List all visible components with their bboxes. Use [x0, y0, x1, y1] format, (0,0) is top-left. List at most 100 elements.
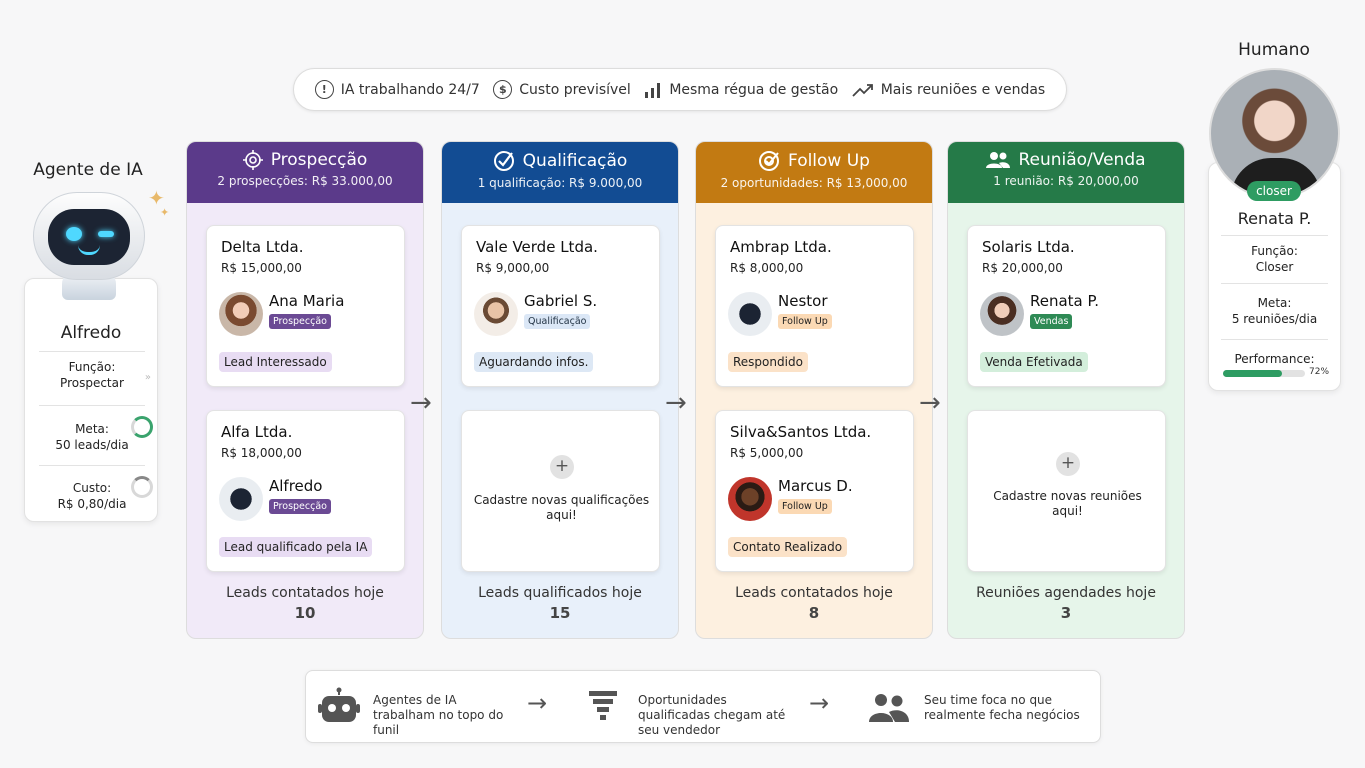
features-bar: ! IA trabalhando 24/7 $ Custo previsível…: [293, 68, 1067, 111]
human-funcao: Função: Closer: [1221, 235, 1328, 283]
trend-up-icon: [852, 83, 873, 97]
arrow-right-icon: →: [809, 689, 830, 717]
add-meeting-card[interactable]: + Cadastre novas reuniões aqui!: [967, 410, 1166, 572]
robot-eye: [66, 227, 82, 241]
deal-card[interactable]: Ambrap Ltda. R$ 8,000,00 Nestor Follow U…: [715, 225, 914, 387]
deal-owner: Nestor: [778, 292, 828, 310]
column-title: Follow Up: [788, 151, 870, 171]
column-title: Qualificação: [522, 151, 628, 171]
closer-badge: closer: [1247, 181, 1301, 201]
deal-value: R$ 9,000,00: [476, 261, 550, 275]
deal-card[interactable]: Vale Verde Ltda. R$ 9,000,00 Gabriel S. …: [461, 225, 660, 387]
robot-avatar: [33, 192, 145, 280]
progress-ring-icon: [131, 476, 153, 498]
arrow-right-icon: →: [527, 689, 548, 717]
column-subtitle: 1 reunião: R$ 20,000,00: [993, 174, 1139, 188]
column-header: Qualificação 1 qualificação: R$ 9.000,00: [442, 142, 678, 203]
status-badge: Aguardando infos.: [474, 352, 594, 372]
human-avatar: [1209, 68, 1340, 199]
deal-value: R$ 5,000,00: [730, 446, 804, 460]
column-title: Prospecção: [270, 150, 368, 170]
add-card-text: Cadastre novas qualificações aqui!: [473, 493, 650, 522]
plus-icon[interactable]: +: [1056, 452, 1080, 476]
deal-company: Solaris Ltda.: [982, 238, 1075, 256]
feature-item: ! IA trabalhando 24/7: [314, 80, 480, 99]
agent-section-title: Agente de IA: [33, 160, 143, 180]
column-footer: Leads contatados hoje 8: [735, 585, 893, 622]
arrow-right-icon: →: [665, 388, 687, 418]
column-reuniao-venda: Reunião/Venda 1 reunião: R$ 20,000,00 So…: [947, 141, 1185, 639]
column-follow-up: Follow Up 2 oportunidades: R$ 13,000,00 …: [695, 141, 933, 639]
role-badge: Qualificação: [524, 314, 591, 329]
arrow-right-icon: →: [410, 388, 432, 418]
column-qualificacao: Qualificação 1 qualificação: R$ 9.000,00…: [441, 141, 679, 639]
target-icon: [242, 150, 263, 170]
robot-smile: [78, 245, 100, 255]
column-subtitle: 1 qualificação: R$ 9.000,00: [477, 176, 643, 190]
deal-value: R$ 15,000,00: [221, 261, 302, 275]
sparkle-icon: ✦: [148, 186, 165, 210]
chevrons-icon: »: [144, 372, 151, 383]
bottom-item: Seu time foca no que realmente fecha neg…: [924, 693, 1080, 722]
feature-item: $ Custo previsível: [493, 80, 631, 99]
deal-owner: Alfredo: [269, 477, 323, 495]
clock-icon: !: [314, 80, 334, 99]
role-badge: Follow Up: [778, 499, 832, 514]
column-subtitle: 2 oportunidades: R$ 13,000,00: [720, 176, 908, 190]
deal-value: R$ 18,000,00: [221, 446, 302, 460]
deal-owner: Ana Maria: [269, 292, 345, 310]
robot-avatar-small: [728, 292, 772, 336]
check-circle-icon: [493, 151, 514, 171]
robot-icon: [318, 687, 360, 722]
avatar: [980, 292, 1024, 336]
deal-company: Ambrap Ltda.: [730, 238, 832, 256]
deal-company: Alfa Ltda.: [221, 423, 293, 441]
deal-card[interactable]: Alfa Ltda. R$ 18,000,00 Alfredo Prospecç…: [206, 410, 405, 572]
robot-avatar-small: [219, 477, 263, 521]
status-badge: Venda Efetivada: [980, 352, 1088, 372]
column-prospeccao: Prospecção 2 prospecções: R$ 33.000,00 D…: [186, 141, 424, 639]
people-icon: [986, 152, 1011, 168]
column-header: Follow Up 2 oportunidades: R$ 13,000,00: [696, 142, 932, 203]
deal-value: R$ 8,000,00: [730, 261, 804, 275]
performance-value: 72%: [1309, 367, 1330, 377]
column-header: Prospecção 2 prospecções: R$ 33.000,00: [187, 142, 423, 203]
column-title: Reunião/Venda: [1018, 150, 1146, 170]
avatar: [474, 292, 518, 336]
add-qualification-card[interactable]: + Cadastre novas qualificações aqui!: [461, 410, 660, 572]
agent-custo: Custo: R$ 0,80/dia: [39, 465, 153, 523]
plus-icon[interactable]: +: [550, 455, 574, 479]
feature-item: Mais reuniões e vendas: [852, 82, 1045, 98]
status-badge: Respondido: [728, 352, 808, 372]
agent-meta: Meta: 50 leads/dia: [39, 405, 153, 465]
deal-company: Vale Verde Ltda.: [476, 238, 598, 256]
deal-card[interactable]: Silva&Santos Ltda. R$ 5,000,00 Marcus D.…: [715, 410, 914, 572]
robot-face: [48, 209, 130, 265]
bottom-item: Agentes de IA trabalham no topo do funil: [373, 693, 504, 737]
progress-ring-icon: [131, 416, 153, 438]
deal-card[interactable]: Delta Ltda. R$ 15,000,00 Ana Maria Prosp…: [206, 225, 405, 387]
robot-eye: [98, 231, 114, 237]
deal-company: Silva&Santos Ltda.: [730, 423, 872, 441]
role-badge: Vendas: [1030, 314, 1073, 329]
performance-bar-fill: [1223, 370, 1283, 377]
deal-card[interactable]: Solaris Ltda. R$ 20,000,00 Renata P. Ven…: [967, 225, 1166, 387]
human-section-title: Humano: [1238, 40, 1310, 60]
deal-value: R$ 20,000,00: [982, 261, 1063, 275]
feature-item: Mesma régua de gestão: [644, 82, 838, 98]
status-badge: Contato Realizado: [728, 537, 848, 557]
column-footer: Leads qualificados hoje 15: [478, 585, 642, 622]
bar-chart-icon: [645, 82, 661, 98]
agent-card[interactable]: Alfredo Função: Prospectar » Meta: 50 le…: [24, 278, 158, 522]
performance-bar: [1223, 370, 1305, 377]
agent-funcao: Função: Prospectar »: [39, 351, 151, 405]
role-badge: Follow Up: [778, 314, 832, 329]
avatar: [728, 477, 772, 521]
column-footer: Reuniões agendades hoje 3: [976, 585, 1156, 622]
deal-owner: Gabriel S.: [524, 292, 598, 310]
status-badge: Lead Interessado: [219, 352, 332, 372]
deal-owner: Renata P.: [1030, 292, 1099, 310]
column-footer: Leads contatados hoje 10: [226, 585, 384, 622]
role-badge: Prospecção: [269, 499, 331, 514]
bottom-summary-bar: Agentes de IA trabalham no topo do funil…: [305, 670, 1101, 743]
